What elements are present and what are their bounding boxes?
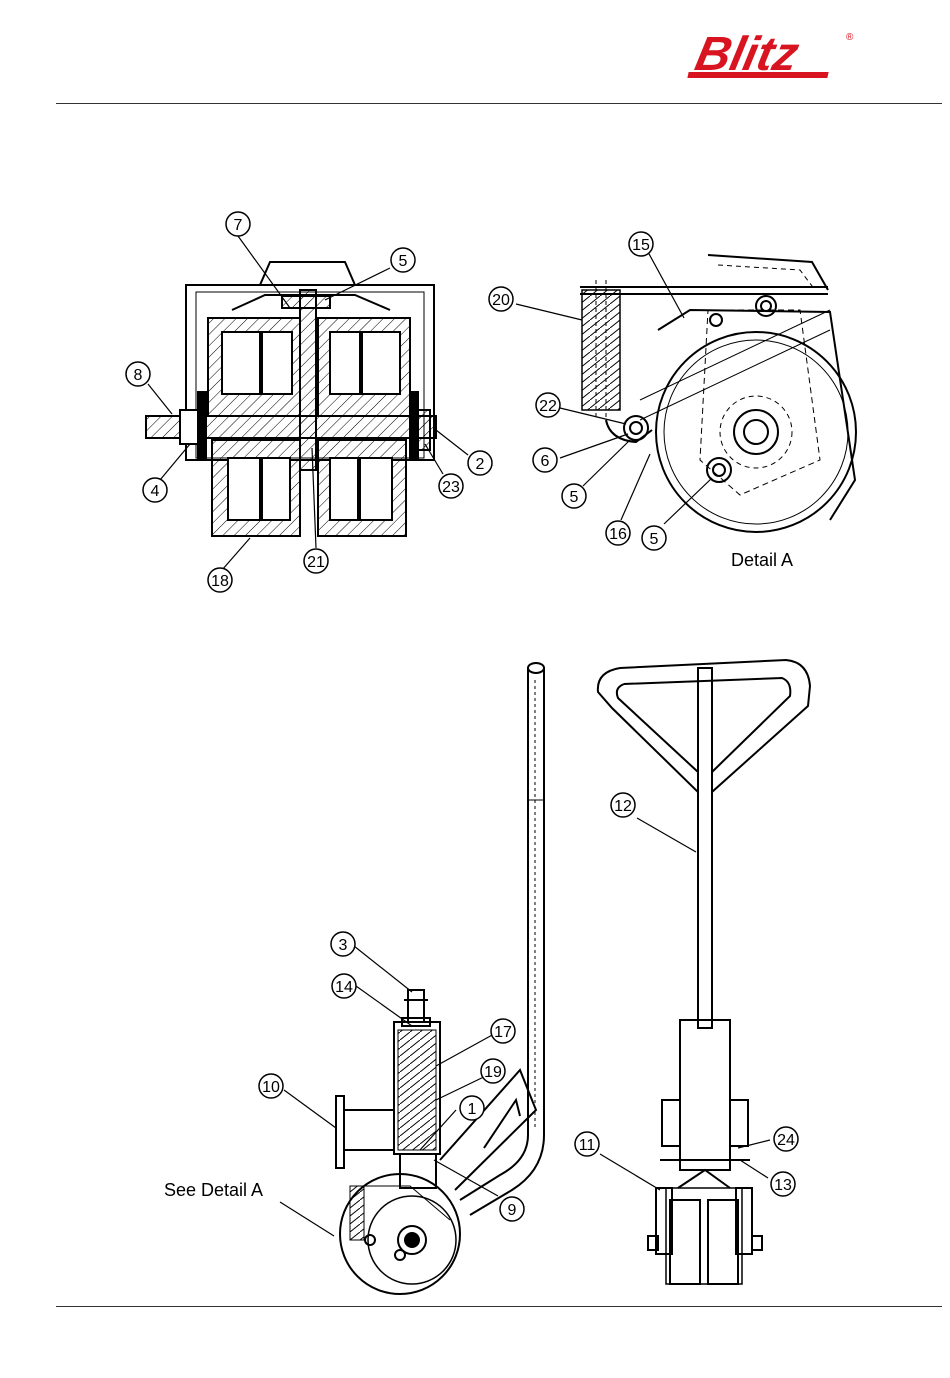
callout-label: 14 <box>335 979 353 996</box>
callout-label: 24 <box>777 1132 795 1149</box>
callout-label: 7 <box>234 217 243 234</box>
callout-23: 23 <box>439 474 463 498</box>
callout-label: 11 <box>579 1137 596 1154</box>
callout-5: 5 <box>562 484 586 508</box>
callout-4: 4 <box>143 478 167 502</box>
callout-17: 17 <box>491 1019 515 1043</box>
callout-label: 17 <box>494 1024 512 1041</box>
callout-3: 3 <box>331 932 355 956</box>
callout-11: 11 <box>575 1132 599 1156</box>
callout-label: 21 <box>307 554 325 571</box>
callout-label: 6 <box>541 453 550 470</box>
callout-label: 10 <box>262 1079 280 1096</box>
callout-5: 5 <box>642 526 666 550</box>
callout-label: 12 <box>614 798 632 815</box>
callout-22: 22 <box>536 393 560 417</box>
callout-label: 23 <box>442 479 460 496</box>
callout-14: 14 <box>332 974 356 998</box>
callout-7: 7 <box>226 212 250 236</box>
callout-label: 3 <box>339 937 348 954</box>
callout-19: 19 <box>481 1059 505 1083</box>
callout-1: 1 <box>460 1096 484 1120</box>
callout-2: 2 <box>468 451 492 475</box>
callout-15: 15 <box>629 232 653 256</box>
callout-20: 20 <box>489 287 513 311</box>
callout-label: 5 <box>570 489 579 506</box>
callout-label: 15 <box>632 237 650 254</box>
callout-label: 5 <box>399 253 408 270</box>
callout-21: 21 <box>304 549 328 573</box>
callout-label: 9 <box>508 1202 517 1219</box>
callout-13: 13 <box>771 1172 795 1196</box>
callout-6: 6 <box>533 448 557 472</box>
callout-label: 18 <box>211 573 229 590</box>
callout-9: 9 <box>500 1197 524 1221</box>
callout-24: 24 <box>774 1127 798 1151</box>
callout-label: 4 <box>151 483 160 500</box>
callout-label: 8 <box>134 367 143 384</box>
callout-16: 16 <box>606 521 630 545</box>
callout-5: 5 <box>391 248 415 272</box>
callout-label: 13 <box>774 1177 792 1194</box>
callout-label: 22 <box>539 398 557 415</box>
callout-label: 20 <box>492 292 510 309</box>
callout-8: 8 <box>126 362 150 386</box>
callout-label: 1 <box>468 1101 477 1118</box>
callout-label: 5 <box>650 531 659 548</box>
callout-label: 16 <box>609 526 627 543</box>
callout-10: 10 <box>259 1074 283 1098</box>
callout-18: 18 <box>208 568 232 592</box>
callout-12: 12 <box>611 793 635 817</box>
callout-label: 19 <box>484 1064 502 1081</box>
callout-label: 2 <box>476 456 485 473</box>
